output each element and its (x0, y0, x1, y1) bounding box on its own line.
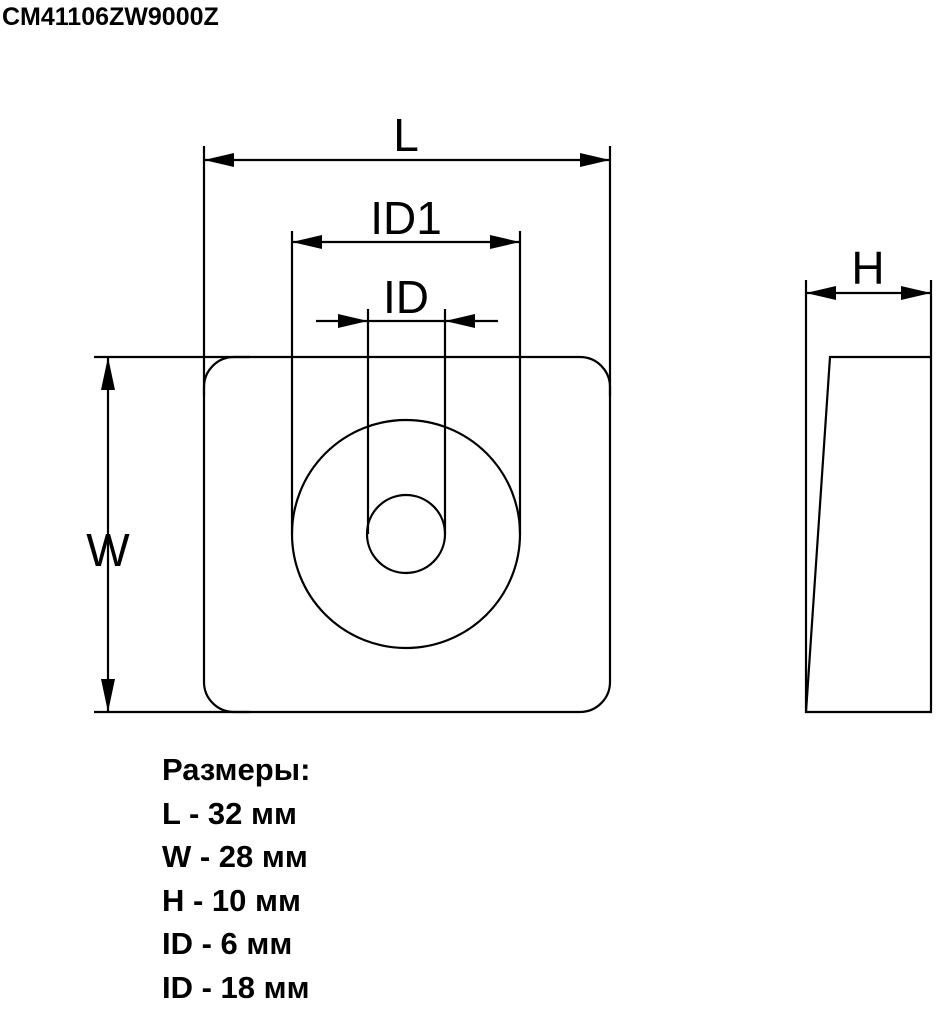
dimensions-list: Размеры: L - 32 мм W - 28 мм H - 10 мм I… (162, 748, 310, 1009)
dimension-id: ID - 6 мм (162, 922, 310, 966)
inner-hole (367, 495, 445, 573)
label-id1: ID1 (370, 192, 442, 244)
dimension-w: W - 28 мм (162, 835, 310, 879)
label-l: L (393, 109, 419, 161)
label-h: H (851, 242, 884, 294)
dimensions-heading: Размеры: (162, 748, 310, 792)
outer-ring (292, 420, 520, 648)
dimension-l: L - 32 мм (162, 792, 310, 836)
side-view-body (806, 357, 931, 712)
dimension-id1: ID - 18 мм (162, 966, 310, 1009)
front-view-body (204, 357, 610, 712)
label-id: ID (383, 271, 429, 323)
label-w: W (86, 524, 130, 576)
h-arrow-left (806, 286, 836, 300)
dimension-h: H - 10 мм (162, 879, 310, 923)
w-arrow-top (101, 357, 115, 390)
id-arrow-right (445, 314, 475, 328)
l-arrow-left (204, 153, 234, 167)
h-arrow-right (901, 286, 931, 300)
id-arrow-left (338, 314, 368, 328)
id1-arrow-right (490, 235, 520, 249)
id1-arrow-left (292, 235, 322, 249)
w-arrow-bottom (101, 679, 115, 712)
l-arrow-right (580, 153, 610, 167)
